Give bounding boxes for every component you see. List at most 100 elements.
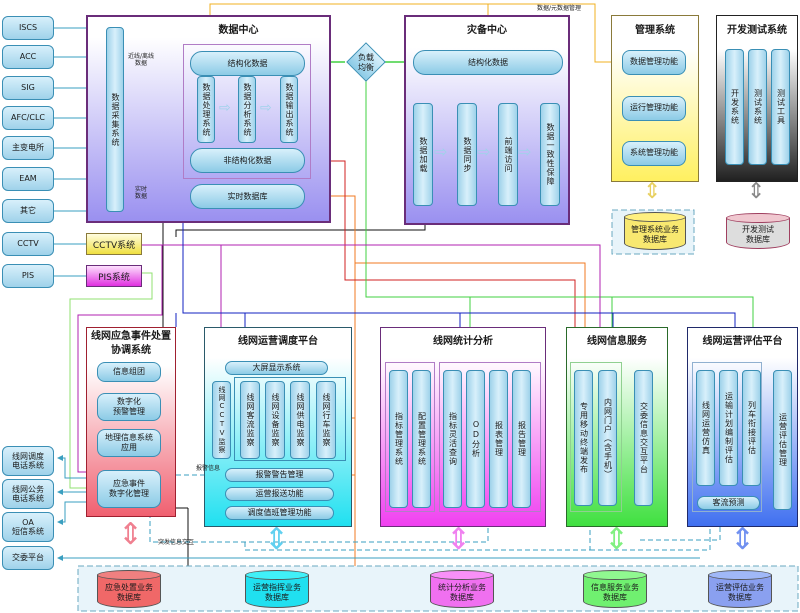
mgmt-system-function[interactable]: 系统管理功能 [622, 141, 686, 166]
report-table-management[interactable]: 报表管理 [489, 370, 508, 508]
incident-digital-management[interactable]: 应急事件 数字化管理 [97, 470, 161, 508]
equipment-monitor[interactable]: 线网设备监察 [265, 381, 285, 459]
train-connection-eval[interactable]: 列车衔接评估 [742, 370, 761, 486]
mobile-terminal-publish[interactable]: 专用移动终端发布 [574, 370, 593, 506]
passenger-forecast[interactable]: 客流预测 [697, 496, 760, 510]
info-group [570, 362, 622, 512]
digital-warning[interactable]: 数字化 预警管理 [97, 393, 161, 421]
passenger-flow-monitor[interactable]: 线网客流监察 [240, 381, 260, 459]
exchange-platform[interactable]: 交委信息交互平台 [634, 370, 653, 506]
mgmt-data-function[interactable]: 数据管理功能 [622, 50, 686, 75]
source-sig[interactable]: SIG [2, 76, 54, 100]
alarm-management[interactable]: 报警警告管理 [225, 468, 334, 482]
bidirectional-arrow-icon: ⇕ [643, 179, 662, 204]
data-collector[interactable]: 数据采集系统 [106, 27, 124, 212]
dr-step-consistency[interactable]: 数据一致性保障 [540, 103, 560, 206]
emergency-db[interactable]: 应急处置业务 数据库 [97, 570, 161, 608]
bidirectional-arrow-icon: ⇕ [264, 522, 290, 557]
pis-system[interactable]: PIS系统 [86, 265, 142, 287]
power-monitor[interactable]: 线网供电监察 [290, 381, 310, 459]
stats-left-group [385, 362, 435, 512]
dr-step-frontend[interactable]: 前端访问 [498, 103, 518, 206]
emergency-db-label: 应急处置业务 数据库 [97, 575, 161, 608]
source-acc[interactable]: ACC [2, 45, 54, 69]
evaluation-db-label: 运营评估业务 数据库 [708, 575, 772, 608]
flexible-query[interactable]: 指标灵活查询 [443, 370, 462, 508]
output-oa-sms[interactable]: OA 短信系统 [2, 512, 54, 542]
source-afc-clc[interactable]: AFC/CLC [2, 106, 54, 130]
source-substation[interactable]: 主变电所 [2, 136, 54, 160]
source-other[interactable]: 其它 [2, 199, 54, 223]
load-balancer[interactable]: 负载 均衡 [346, 42, 386, 82]
bidirectional-arrow-icon: ⇕ [604, 522, 630, 557]
devtest-db[interactable]: 开发测试 数据库 [726, 213, 790, 249]
devtest-db-label: 开发测试 数据库 [726, 218, 790, 249]
bidirectional-arrow-icon: ⇕ [118, 517, 144, 552]
statistics-title: 线网统计分析 [433, 336, 493, 347]
source-eam[interactable]: EAM [2, 167, 54, 191]
dispatch-db[interactable]: 运营指挥业务 数据库 [245, 570, 309, 608]
output-office-phone[interactable]: 线网公务 电话系统 [2, 479, 54, 509]
indicator-management[interactable]: 指标管理系统 [389, 370, 408, 508]
incident-exchange-label: 突发信息交互 [158, 539, 195, 546]
mgmt-system-title: 管理系统 [635, 25, 675, 36]
mgmt-run-function[interactable]: 运行管理功能 [622, 96, 686, 121]
test-tools[interactable]: 测试工具 [771, 49, 790, 165]
report-management[interactable]: 报告管理 [512, 370, 531, 508]
dev-system[interactable]: 开发系统 [725, 49, 744, 165]
ops-simulation[interactable]: 线网运营仿真 [696, 370, 715, 486]
duty-management[interactable]: 调度值班管理功能 [225, 506, 334, 520]
arrow-right-icon: ⇨ [518, 142, 532, 161]
load-balancer-label: 负载 均衡 [358, 53, 374, 72]
big-screen-system[interactable]: 大屏显示系统 [225, 361, 328, 375]
dr-step-load[interactable]: 数据加载 [413, 103, 433, 206]
monitor-group [234, 377, 346, 461]
cctv-system[interactable]: CCTV系统 [86, 233, 142, 255]
statistics-db-label: 统计分析业务 数据库 [430, 575, 494, 608]
cctv-monitor[interactable]: 线网CCTV监察 [212, 381, 231, 459]
output-dispatch-phone[interactable]: 线网调度 电话系统 [2, 446, 54, 476]
dc-unstructured-data[interactable]: 非结构化数据 [190, 148, 305, 173]
dispatch-db-label: 运营指挥业务 数据库 [245, 575, 309, 608]
processing-system[interactable]: 数据处理系统 [197, 76, 215, 143]
od-analysis[interactable]: OD分析 [466, 370, 485, 508]
info-service-title: 线网信息服务 [587, 336, 647, 347]
intranet-portal[interactable]: 内网门户（含手机） [598, 370, 617, 506]
alarm-info-label: 报警信息 [196, 465, 221, 472]
ops-reporting[interactable]: 运营报送功能 [225, 487, 334, 501]
dr-structured-data[interactable]: 结构化数据 [413, 50, 563, 75]
metadata-label: 数据/元数据管理 [537, 5, 582, 12]
info-service-db[interactable]: 信息服务业务 数据库 [583, 570, 647, 608]
statistics-db[interactable]: 统计分析业务 数据库 [430, 570, 494, 608]
eval-management[interactable]: 运营评估管理 [773, 370, 792, 510]
data-center-inner [183, 44, 311, 179]
output-transport-committee[interactable]: 交委平台 [2, 546, 54, 570]
output-system[interactable]: 数据输出系统 [280, 76, 298, 143]
evaluation-title: 线网运营评估平台 [702, 336, 783, 347]
info-grouping[interactable]: 信息组团 [97, 362, 161, 382]
data-center-title: 数据中心 [218, 25, 259, 36]
arrow-right-icon: ⇨ [477, 142, 491, 161]
train-monitor[interactable]: 线网行车监察 [316, 381, 336, 459]
mgmt-db[interactable]: 管理系统业务 数据库 [624, 212, 686, 250]
evaluation-db[interactable]: 运营评估业务 数据库 [708, 570, 772, 608]
realtime-database[interactable]: 实时数据库 [190, 184, 305, 209]
mgmt-db-label: 管理系统业务 数据库 [624, 217, 686, 250]
source-cctv[interactable]: CCTV [2, 232, 54, 256]
gis-application[interactable]: 地理信息系统 应用 [97, 429, 161, 457]
config-management[interactable]: 配置管理系统 [412, 370, 431, 508]
devtest-title: 开发测试系统 [727, 25, 787, 36]
test-system[interactable]: 测试系统 [748, 49, 767, 165]
source-iscs[interactable]: ISCS [2, 16, 54, 40]
stats-right-group [439, 362, 541, 512]
transport-plan-eval[interactable]: 运输计划编制评估 [719, 370, 738, 486]
analysis-system[interactable]: 数据分析系统 [238, 76, 256, 143]
arrow-right-icon: ⇨ [219, 100, 231, 116]
eval-group [692, 362, 762, 512]
source-pis[interactable]: PIS [2, 264, 54, 288]
arrow-right-icon: ⇨ [260, 100, 272, 116]
dc-structured-data[interactable]: 结构化数据 [190, 51, 305, 76]
bidirectional-arrow-icon: ⇕ [747, 179, 766, 204]
arrow-right-icon: ⇨ [434, 142, 448, 161]
dr-step-sync[interactable]: 数据同步 [457, 103, 477, 206]
